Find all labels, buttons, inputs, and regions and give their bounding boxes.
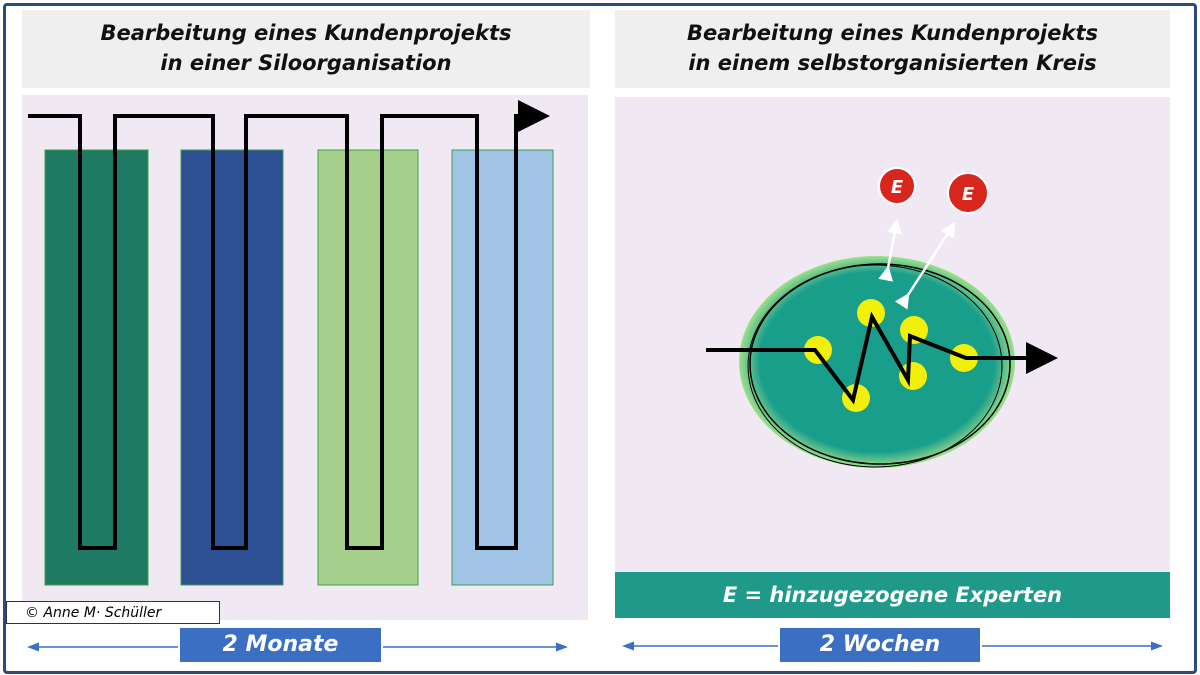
team-member-dot xyxy=(842,384,870,412)
silo-column-2 xyxy=(180,149,284,586)
expert-arrow-2 xyxy=(894,221,956,310)
silo-column-1 xyxy=(44,149,149,586)
team-member-dot xyxy=(899,362,927,390)
team-member-dot xyxy=(804,336,832,364)
expert-1: E xyxy=(878,167,916,205)
expert-2: E xyxy=(947,172,989,214)
team-member-dot xyxy=(900,316,928,344)
left-duration-label: 2 Monate xyxy=(180,628,381,662)
silo-column-4 xyxy=(451,149,554,586)
left-title-line2: in einer Siloorganisation xyxy=(160,51,452,75)
circle-process-path xyxy=(706,311,1058,405)
expert-label: E xyxy=(962,184,975,205)
left-title: Bearbeitung eines Kundenprojekts in eine… xyxy=(22,10,590,88)
expert-label: E xyxy=(891,177,904,198)
copyright-label: © Anne M· Schüller xyxy=(6,601,220,624)
silo-process-path xyxy=(28,100,550,550)
right-title-line2: in einem selbstorganisierten Kreis xyxy=(688,51,1097,75)
left-title-line1: Bearbeitung eines Kundenprojekts xyxy=(100,21,512,45)
expert-legend: E = hinzugezogene Experten xyxy=(615,572,1170,618)
right-title-line1: Bearbeitung eines Kundenprojekts xyxy=(687,21,1098,45)
right-duration-label: 2 Wochen xyxy=(780,628,980,662)
right-title: Bearbeitung eines Kundenprojekts in eine… xyxy=(615,10,1170,88)
outer-frame xyxy=(3,3,1197,674)
silo-column-3 xyxy=(317,149,419,586)
